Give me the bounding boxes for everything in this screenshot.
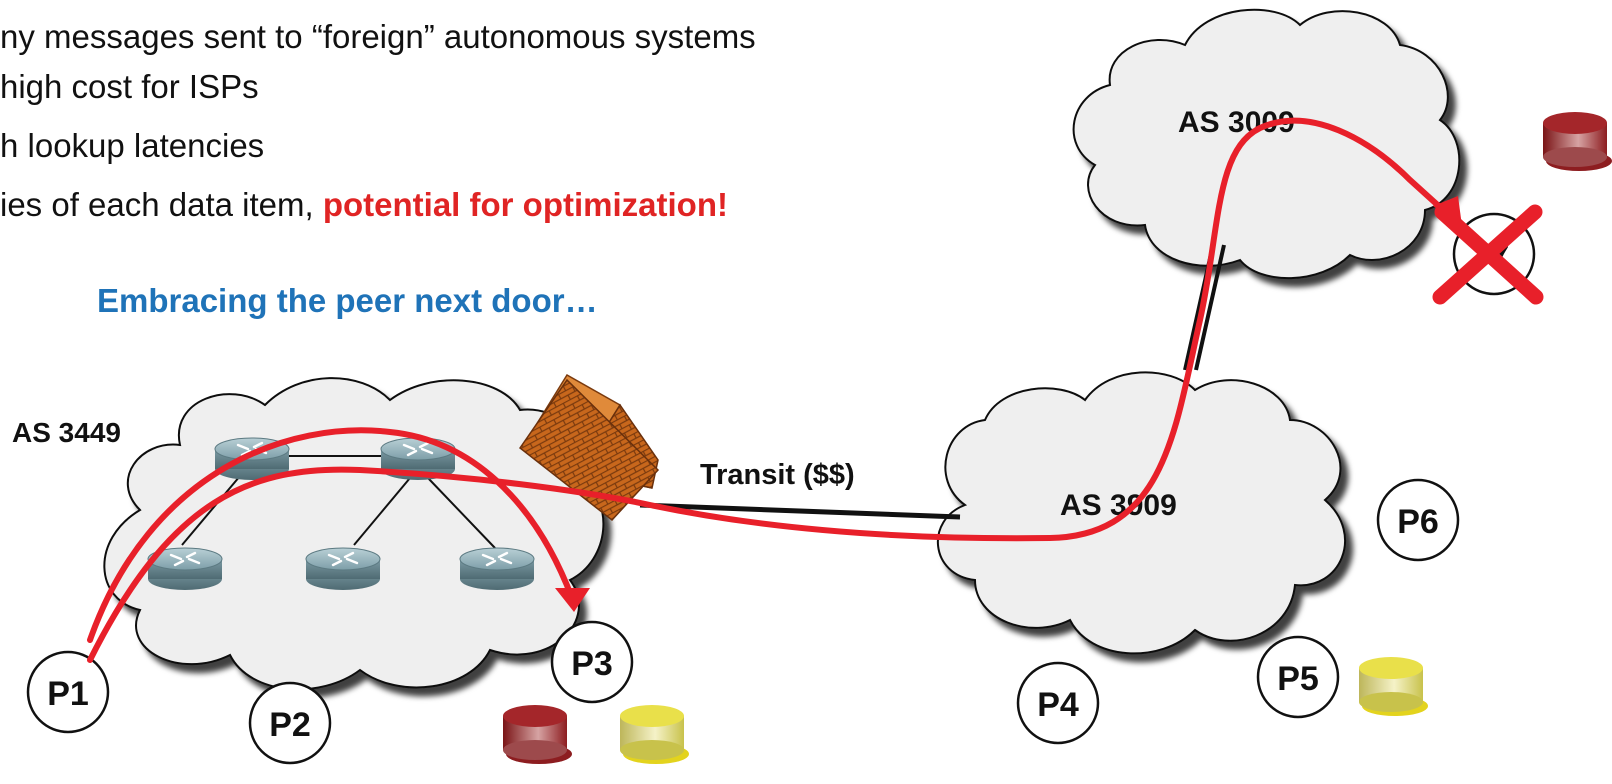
subtitle: Embracing the peer next door… <box>97 282 598 319</box>
database-icon <box>1543 112 1612 171</box>
cloud-as3009 <box>1072 8 1461 280</box>
svg-text:P1: P1 <box>47 675 89 713</box>
lookup-paths <box>87 117 1455 663</box>
router-icon <box>458 546 536 592</box>
svg-text:P2: P2 <box>269 706 311 744</box>
path-p1-to-p3-outer <box>87 427 575 643</box>
svg-text:P4: P4 <box>1037 686 1079 724</box>
svg-text:P3: P3 <box>571 645 613 683</box>
firewall-icon <box>518 373 660 522</box>
bullet-1: ny messages sent to “foreign” autonomous… <box>0 18 756 55</box>
arrowhead <box>555 588 590 612</box>
peer-p3: P3 <box>550 620 634 704</box>
database-icon <box>503 705 572 764</box>
transit-label: Transit ($$) <box>700 459 855 491</box>
bullet-3: h lookup latencies <box>0 127 265 164</box>
cross-icon <box>1432 204 1544 305</box>
as-label-left: AS 3449 <box>12 417 121 448</box>
path-p1-to-as3009 <box>87 117 1455 663</box>
bullet-2: high cost for ISPs <box>0 68 259 105</box>
peer-p1: P1 <box>26 650 110 734</box>
peer-p6: P6 <box>1376 478 1460 562</box>
highlight-text: potential for optimization! <box>322 186 728 223</box>
cloud-as3909 <box>937 371 1346 655</box>
svg-text:P6: P6 <box>1397 503 1439 541</box>
database-icon <box>620 705 689 764</box>
database-icon <box>1359 657 1428 716</box>
peer-p5: P5 <box>1256 635 1340 719</box>
bullet-4: ies of each data item, potential for opt… <box>0 186 728 223</box>
peer-p2: P2 <box>248 681 332 765</box>
transit-link <box>639 502 961 520</box>
svg-text:P5: P5 <box>1277 660 1319 698</box>
peer-p4: P4 <box>1016 661 1100 745</box>
router-icon <box>304 546 382 592</box>
